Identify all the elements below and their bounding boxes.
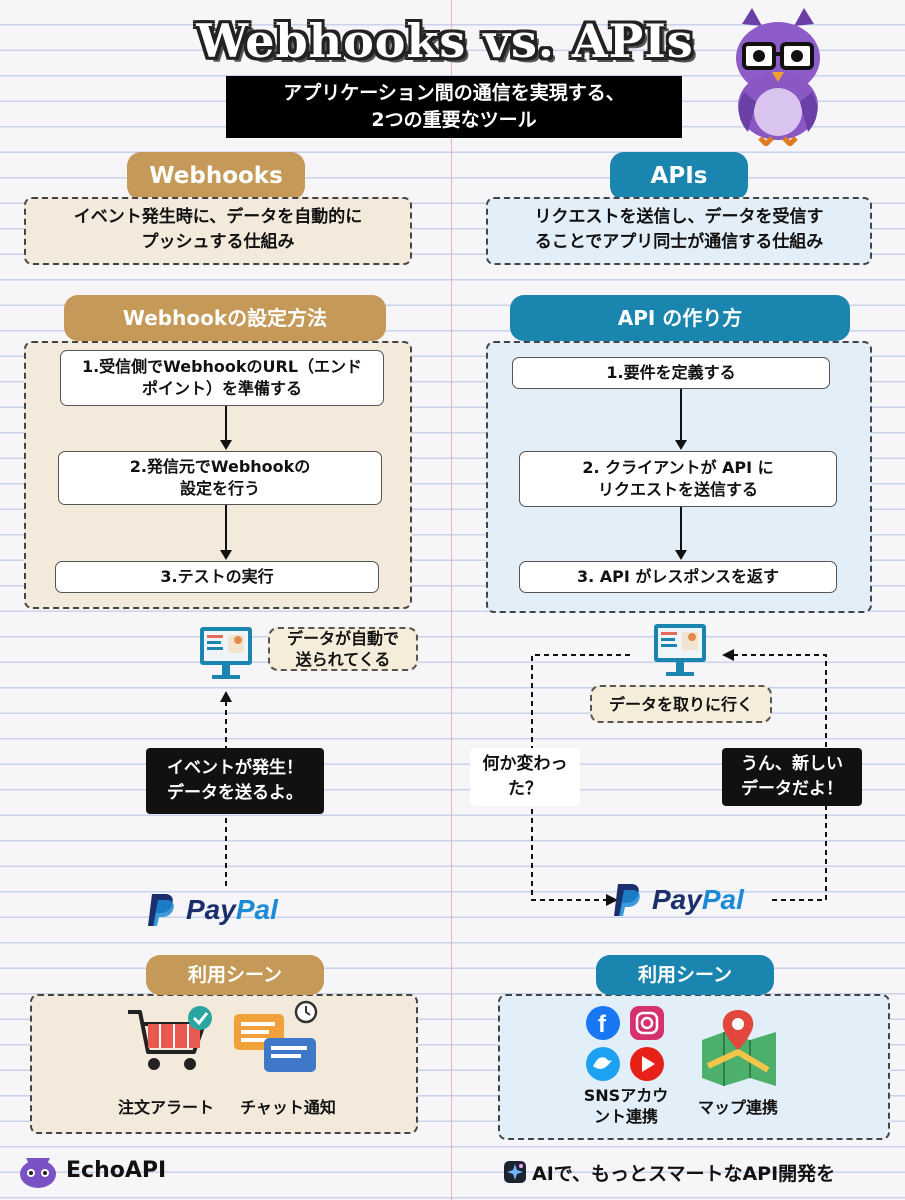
webhook-arrow-1-head: [220, 440, 232, 450]
api-setup-title: API の作り方: [510, 295, 850, 341]
subtitle-line-2: 2つの重要なツール: [371, 109, 537, 131]
webhook-step-1: 1.受信側でWebhookのURL（エンド ポイント）を準備する: [60, 350, 384, 406]
webhooks-desc-line-1: イベント発生時に、データを自動的に: [73, 207, 363, 227]
api-usage-panel: [498, 994, 890, 1140]
api-arrow-1-line: [680, 389, 682, 441]
webhook-arrow-2-head: [220, 550, 232, 560]
footer-tagline: AIで、もっとスマートなAPI開発を: [504, 1157, 896, 1187]
webhook-usage-panel: [30, 994, 418, 1134]
webhook-usage-title: 利用シーン: [146, 955, 324, 995]
center-divider: [451, 0, 452, 1200]
chat-notification-icon: [232, 1000, 324, 1078]
webhooks-description: イベント発生時に、データを自動的に プッシュする仕組み: [24, 197, 412, 265]
answer-bubble: うん、新しい データだよ！: [722, 748, 862, 806]
auto-send-note: データが自動で 送られてくる: [268, 627, 418, 671]
subtitle-banner: アプリケーション間の通信を実現する、 2つの重要なツール: [226, 76, 682, 138]
api-step-2-line-2: リクエストを送信する: [597, 480, 758, 499]
paypal-wordmark-a: Pay: [186, 894, 236, 925]
order-alert-label: 注文アラート: [117, 1098, 214, 1117]
echoapi-logo-icon: [18, 1152, 58, 1188]
webhook-arrow-1-line: [225, 406, 227, 442]
paypal-wordmark-b: Pal: [235, 894, 278, 925]
api-arrow-2-line: [680, 507, 682, 551]
webhooks-label: Webhooks: [127, 152, 305, 200]
paypal-wordmark-b: Pal: [701, 884, 744, 915]
api-usage-title: 利用シーン: [596, 955, 774, 995]
sparkle-icon: [504, 1161, 526, 1183]
api-arrow-1-head: [675, 440, 687, 450]
webhook-setup-title: Webhookの設定方法: [64, 295, 386, 341]
shopping-cart-icon: [124, 1004, 216, 1074]
webhook-step-2: 2.発信元でWebhookの 設定を行う: [58, 451, 382, 505]
echoapi-brand: EchoAPI: [18, 1150, 198, 1190]
paypal-p-icon: [146, 892, 176, 928]
api-arrow-2-head: [675, 550, 687, 560]
apis-desc-line-2: ることでアプリ同士が通信する仕組み: [534, 232, 824, 252]
api-monitor-icon: [652, 622, 708, 680]
apis-description: リクエストを送信し、データを受信す ることでアプリ同士が通信する仕組み: [486, 197, 872, 265]
apis-desc-line-1: リクエストを送信し、データを受信す: [534, 207, 824, 227]
apis-label: APIs: [610, 152, 748, 200]
webhook-arrow-2-line: [225, 505, 227, 551]
footer-tagline-text: AIで、もっとスマートなAPI開発を: [532, 1162, 836, 1185]
webhook-step-1-line-1: 1.受信側でWebhookのURL（エンド: [81, 357, 363, 376]
sns-link-label: SNSアカウ ント連携: [566, 1085, 686, 1127]
api-step-2-line-1: 2. クライアントが API に: [582, 458, 774, 477]
page-title: Webhooks vs. APIs: [196, 14, 694, 68]
monitor-icon: [198, 625, 254, 683]
sns-link-label-line-2: ント連携: [593, 1107, 658, 1126]
sns-icons: f: [584, 1004, 668, 1084]
subtitle-line-1: アプリケーション間の通信を実現する、: [283, 82, 625, 104]
owl-mascot-icon: [722, 4, 834, 148]
echoapi-brand-text: EchoAPI: [66, 1157, 167, 1183]
api-step-2: 2. クライアントが API に リクエストを送信する: [519, 451, 837, 507]
auto-send-note-line-1: データが自動で: [286, 629, 399, 648]
webhooks-desc-line-2: プッシュする仕組み: [141, 232, 295, 252]
event-bubble-line-2: データを送るよ。: [167, 783, 303, 803]
webhook-step-1-line-2: ポイント）を準備する: [141, 379, 302, 398]
fetch-data-note: データを取りに行く: [590, 685, 772, 723]
map-icon: [698, 1006, 780, 1090]
api-step-3: 3. API がレスポンスを返す: [519, 561, 837, 593]
question-bubble-line-2: た？: [508, 779, 542, 799]
api-step-1: 1.要件を定義する: [512, 357, 830, 389]
webhook-step-3: 3.テストの実行: [55, 561, 379, 593]
question-bubble-line-1: 何か変わっ: [482, 754, 568, 774]
auto-send-note-line-2: 送られてくる: [295, 650, 391, 669]
paypal-p-icon: [612, 882, 642, 918]
event-bubble: イベントが発生！ データを送るよ。: [146, 748, 324, 814]
webhook-step-2-line-2: 設定を行う: [179, 479, 260, 498]
map-link-label: マップ連携: [697, 1098, 778, 1117]
answer-bubble-line-1: うん、新しい: [741, 754, 843, 774]
webhook-step-2-line-1: 2.発信元でWebhookの: [129, 457, 311, 476]
event-bubble-line-1: イベントが発生！: [167, 758, 303, 778]
svg-text:f: f: [598, 1011, 607, 1038]
chat-notification-label: チャット通知: [240, 1098, 336, 1117]
paypal-wordmark-a: Pay: [652, 884, 702, 915]
answer-bubble-line-2: データだよ！: [741, 779, 843, 799]
question-bubble: 何か変わっ た？: [470, 748, 580, 806]
sns-link-label-line-1: SNSアカウ: [583, 1086, 669, 1105]
